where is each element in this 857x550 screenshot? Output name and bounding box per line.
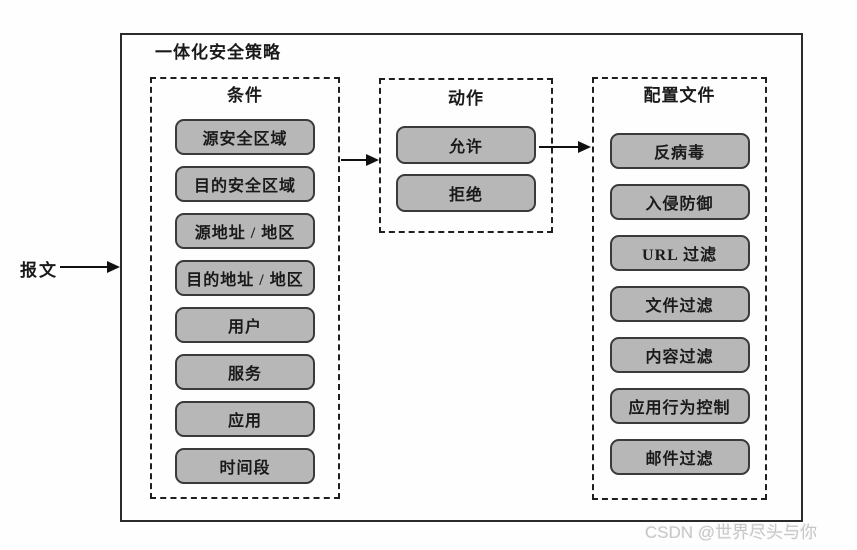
action-item-deny: 拒绝 xyxy=(396,174,536,212)
diagram-title: 一体化安全策略 xyxy=(155,43,281,62)
action-item-permit: 允许 xyxy=(396,126,536,164)
profiles-list: 反病毒 入侵防御 URL 过滤 文件过滤 内容过滤 应用行为控制 邮件过滤 xyxy=(609,133,750,475)
arrow-conditions-to-actions xyxy=(341,159,368,161)
condition-item-dest-address: 目的地址 / 地区 xyxy=(175,260,315,296)
condition-item-time-range: 时间段 xyxy=(175,448,315,484)
profile-item-content-filter: 内容过滤 xyxy=(609,337,750,373)
profile-item-url-filter: URL 过滤 xyxy=(609,235,750,271)
conditions-list: 源安全区域 目的安全区域 源地址 / 地区 目的地址 / 地区 用户 服务 应用… xyxy=(175,119,315,484)
arrow-conditions-head-icon xyxy=(366,154,379,166)
condition-item-dest-zone: 目的安全区域 xyxy=(175,166,315,202)
arrow-packet-to-policy xyxy=(60,266,107,268)
packet-label: 报文 xyxy=(20,261,58,280)
profile-item-antivirus: 反病毒 xyxy=(609,133,750,169)
condition-item-application: 应用 xyxy=(175,401,315,437)
group-conditions-title: 条件 xyxy=(227,86,263,105)
profile-item-file-filter: 文件过滤 xyxy=(609,286,750,322)
condition-item-source-zone: 源安全区域 xyxy=(175,119,315,155)
condition-item-user: 用户 xyxy=(175,307,315,343)
group-actions-title: 动作 xyxy=(448,89,484,108)
arrow-packet-head-icon xyxy=(107,261,120,273)
profile-item-app-behavior: 应用行为控制 xyxy=(609,388,750,424)
csdn-watermark: CSDN @世界尽头与你 xyxy=(645,523,818,542)
profile-item-ips: 入侵防御 xyxy=(609,184,750,220)
condition-item-service: 服务 xyxy=(175,354,315,390)
profile-item-mail-filter: 邮件过滤 xyxy=(609,439,750,475)
group-actions: 动作 允许 拒绝 xyxy=(379,78,553,233)
condition-item-source-address: 源地址 / 地区 xyxy=(175,213,315,249)
arrow-allow-head-icon xyxy=(578,141,591,153)
group-conditions: 条件 源安全区域 目的安全区域 源地址 / 地区 目的地址 / 地区 用户 服务… xyxy=(150,77,340,499)
arrow-allow-to-profiles xyxy=(539,146,579,148)
group-profiles: 配置文件 反病毒 入侵防御 URL 过滤 文件过滤 内容过滤 应用行为控制 邮件… xyxy=(592,77,767,500)
group-profiles-title: 配置文件 xyxy=(643,86,716,105)
actions-list: 允许 拒绝 xyxy=(396,126,536,212)
